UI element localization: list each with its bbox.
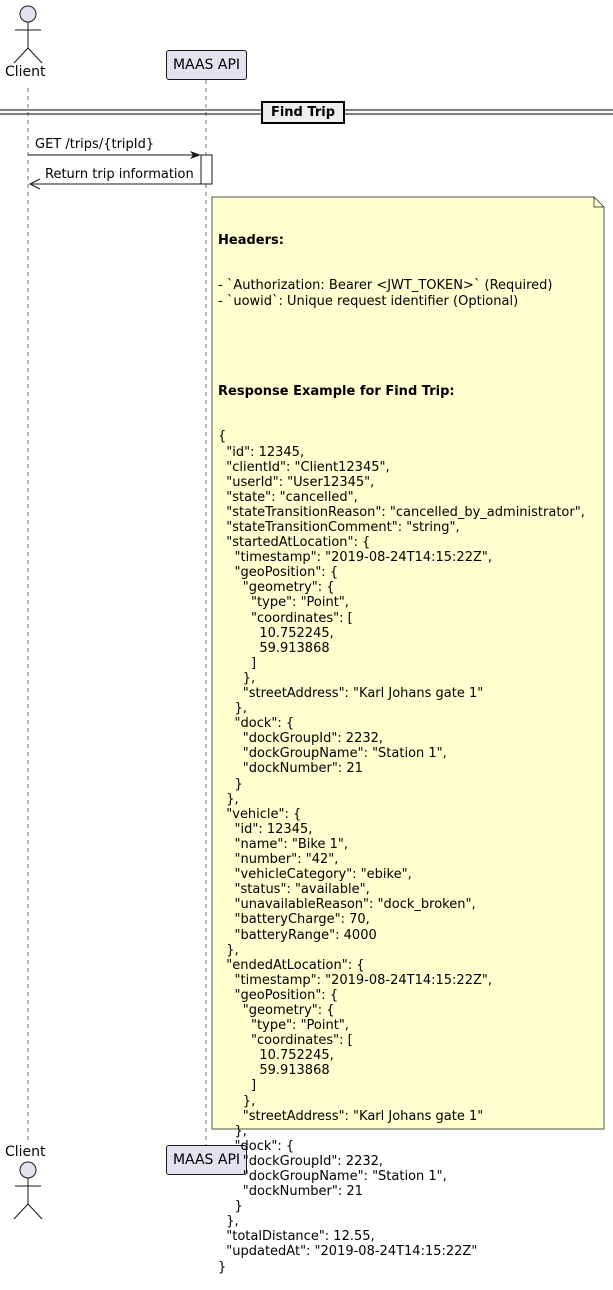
note-json-line: }, xyxy=(218,942,239,958)
request-arrow xyxy=(28,151,201,159)
message-response-label: Return trip information xyxy=(45,167,194,182)
note-json-line: "state": "cancelled", xyxy=(218,489,358,505)
note-json-line: "dockGroupId": 2232, xyxy=(218,731,384,747)
client-label-bottom: Client xyxy=(5,1144,46,1160)
note-json-line: "dockGroupName": "Station 1", xyxy=(218,1169,447,1184)
note-json-line: "dockNumber": 21 xyxy=(218,1184,363,1200)
note-json-line: } xyxy=(218,776,243,792)
note-json-line: "name": "Bike 1", xyxy=(218,836,348,852)
note-json-line: "userId": "User12345", xyxy=(218,474,375,490)
note-json-line: "batteryCharge": 70, xyxy=(218,912,370,928)
note-json-line: "vehicle": { xyxy=(218,806,302,822)
note-corner-fold xyxy=(593,197,604,208)
note-json-line: "dock": { xyxy=(218,716,295,732)
message-request-label: GET /trips/{tripId} xyxy=(35,137,155,152)
note-json-line: "dockGroupId": 2232, xyxy=(218,1153,384,1169)
note-box xyxy=(211,196,605,1130)
note-json-line: "dockNumber": 21 xyxy=(218,761,363,777)
note-json-line: "id": 12345, xyxy=(218,444,305,460)
note-json-line: "streetAddress": "Karl Johans gate 1" xyxy=(218,686,484,701)
note-json-line: }, xyxy=(218,1123,247,1139)
note-json-line: "timestamp": "2019-08-24T14:15:22Z", xyxy=(218,972,492,988)
note-content: Headers: - `Authorization: Bearer <JWT_T… xyxy=(218,203,585,1290)
maas-api-participant-top: MAAS API xyxy=(166,50,247,80)
note-json-line: 10.752245, xyxy=(218,1048,334,1064)
maas-api-participant-bottom: MAAS API xyxy=(166,1145,247,1175)
maas-api-activation-bar xyxy=(200,154,213,185)
note-json-line: "type": "Point", xyxy=(218,1018,349,1034)
note-json-line: "streetAddress": "Karl Johans gate 1" xyxy=(218,1108,484,1124)
client-actor-bottom-icon xyxy=(13,1161,43,1220)
note-json-line: 59.913868 xyxy=(218,1063,330,1079)
note-json-line: "stateTransitionReason": "cancelled_by_a… xyxy=(218,504,585,520)
note-json-line: ] xyxy=(218,1078,257,1094)
divider-label-text: Find Trip xyxy=(270,105,336,120)
maas-api-label-top: MAAS API xyxy=(172,57,241,73)
note-json-line: "updatedAt": "2019-08-24T14:15:22Z" xyxy=(218,1244,478,1260)
maas-api-label-bottom: MAAS API xyxy=(172,1152,241,1168)
note-json-line: "coordinates": [ xyxy=(218,1033,353,1049)
note-json-line: "unavailableReason": "dock_broken", xyxy=(218,897,476,913)
note-json-line: "clientId": "Client12345", xyxy=(218,459,390,475)
note-json-line: } xyxy=(218,1259,227,1275)
note-json-line: { xyxy=(218,429,227,445)
sequence-diagram-canvas xyxy=(0,5,613,1220)
note-json-line: }, xyxy=(218,1214,239,1230)
note-json-line: "stateTransitionComment": "string", xyxy=(218,519,460,535)
note-json-line: "number": "42", xyxy=(218,852,339,868)
note-json-line: } xyxy=(218,1199,243,1215)
note-json-line: }, xyxy=(218,791,239,807)
note-headers-title: Headers: xyxy=(218,233,284,249)
note-json-line: "geoPosition": { xyxy=(218,987,339,1003)
note-json-line: "geometry": { xyxy=(218,1002,335,1018)
note-headers-list: - `Authorization: Bearer <JWT_TOKEN>` (R… xyxy=(218,278,585,308)
divider-find-trip: Find Trip xyxy=(261,101,345,124)
note-json-line: "batteryRange": 4000 xyxy=(218,927,377,943)
note-json-line: "geometry": { xyxy=(218,580,335,596)
note-json-line: }, xyxy=(218,701,247,717)
note-json-line: 59.913868 xyxy=(218,640,330,656)
note-json-line: "dock": { xyxy=(218,1138,295,1154)
note-spacer: ​ xyxy=(218,339,585,354)
note-json-line: "startedAtLocation": { xyxy=(218,535,371,551)
note-json-line: ] xyxy=(218,655,257,671)
note-json-line: "timestamp": "2019-08-24T14:15:22Z", xyxy=(218,550,492,566)
note-json-line: "totalDistance": 12.55, xyxy=(218,1229,375,1245)
note-json-line: "status": "available", xyxy=(218,882,370,898)
note-json-line: "dockGroupName": "Station 1", xyxy=(218,746,447,762)
note-json-line: "vehicleCategory": "ebike", xyxy=(218,867,412,883)
note-response-title: Response Example for Find Trip: xyxy=(218,384,455,400)
note-header-line: - `Authorization: Bearer <JWT_TOKEN>` (R… xyxy=(218,278,553,294)
note-json-line: "type": "Point", xyxy=(218,595,349,611)
client-actor-top-icon xyxy=(13,5,43,64)
note-json-line: "endedAtLocation": { xyxy=(218,957,365,973)
response-arrow xyxy=(28,178,201,190)
note-json-line: "id": 12345, xyxy=(218,821,313,837)
note-json-line: "geoPosition": { xyxy=(218,565,339,581)
note-header-line: - `uowid`: Unique request identifier (Op… xyxy=(218,293,519,309)
note-json-line: }, xyxy=(218,670,256,686)
client-label-top: Client xyxy=(5,64,46,80)
note-response-body: { "id": 12345, "clientId": "Client12345"… xyxy=(218,429,585,1274)
note-json-line: 10.752245, xyxy=(218,625,334,641)
note-json-line: }, xyxy=(218,1093,256,1109)
note-json-line: "coordinates": [ xyxy=(218,610,353,626)
